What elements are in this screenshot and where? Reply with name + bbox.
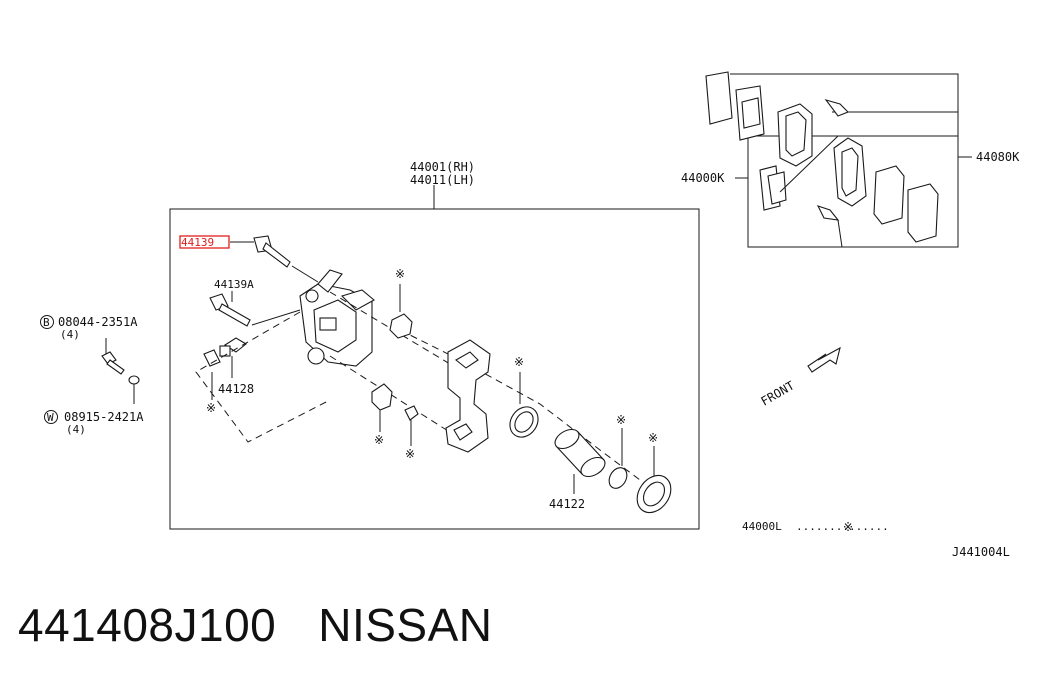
dash-line-pins (399, 329, 641, 481)
label-bolt-b-qty: (4) (60, 328, 80, 341)
dash-line-left (195, 311, 331, 443)
star-dust-boot: ※ (648, 431, 658, 445)
washer-circle (44, 410, 58, 424)
label-bolt-b-code[interactable]: 08044-2351A (58, 315, 138, 329)
diagram-id: J441004L (952, 545, 1010, 559)
star-kit-l: ※ (843, 520, 853, 534)
bolt-b-circle-label: B (43, 316, 50, 329)
pin-boot-upper (389, 284, 413, 339)
guide-pin-bolt (253, 235, 319, 283)
footer-brand: NISSAN (318, 599, 493, 651)
caliper-body (299, 269, 375, 367)
label-washer-code[interactable]: 08915-2421A (64, 410, 144, 424)
label-bolt-a[interactable]: 44139A (214, 278, 254, 291)
o-ring (608, 428, 628, 489)
label-bolt-highlight[interactable]: 44139 (181, 236, 214, 249)
highlight-box (179, 235, 230, 249)
torque-member (445, 339, 491, 453)
star-sleeve: ※ (405, 447, 415, 461)
pin-sleeve (404, 405, 419, 446)
label-piston[interactable]: 44122 (549, 497, 585, 511)
washer (128, 375, 140, 404)
dash-line-mid (329, 355, 457, 437)
mounting-bolt (101, 338, 125, 375)
label-kit-l[interactable]: 44000L (742, 520, 782, 533)
star-bleeder: ※ (206, 401, 216, 415)
piston (554, 428, 606, 478)
bleeder-screw (203, 337, 247, 367)
guide-pin-bolt-a (209, 293, 301, 327)
star-piston-seal: ※ (514, 355, 524, 369)
footer: 441408J100 NISSAN (18, 598, 535, 652)
star-boot-lower: ※ (374, 433, 384, 447)
pad-kit-bracket (730, 73, 959, 247)
label-caliper-lh: 44011(LH) (410, 173, 475, 187)
kit-l-dots: .............. (796, 520, 889, 533)
star-boot-upper: ※ (395, 267, 405, 281)
brake-pads (705, 71, 939, 243)
label-bleeder[interactable]: 44128 (218, 382, 254, 396)
label-caliper-rh: 44001(RH) (410, 160, 475, 174)
label-pad-kit-k[interactable]: 44000K (681, 171, 725, 185)
label-pad-kit[interactable]: 44080K (976, 150, 1020, 164)
footer-part-number: 441408J100 (18, 599, 277, 651)
label-washer-qty: (4) (66, 423, 86, 436)
dust-boot (636, 446, 672, 514)
label-front: FRONT (759, 378, 797, 408)
front-arrow-icon (807, 346, 841, 373)
bolt-b-circle (40, 315, 54, 329)
star-o-ring: ※ (616, 413, 626, 427)
washer-circle-label: W (47, 411, 54, 424)
pin-boot-lower (371, 383, 393, 432)
piston-seal (509, 372, 539, 438)
